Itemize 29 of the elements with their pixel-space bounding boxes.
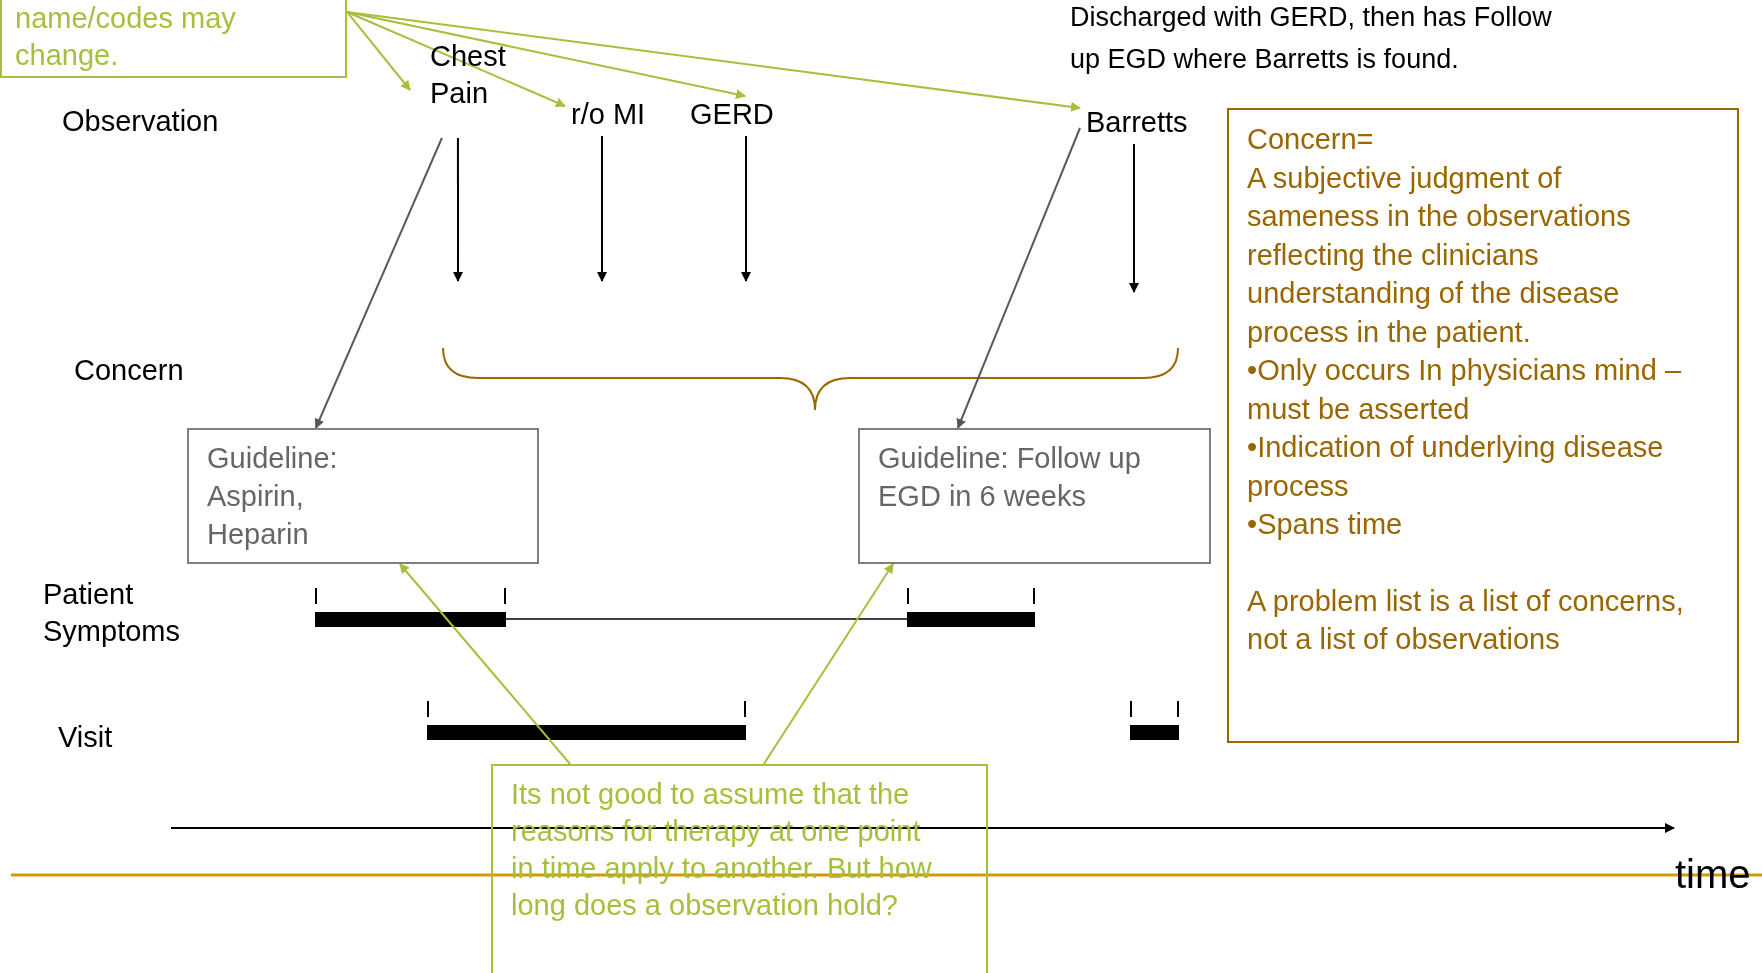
arrow — [346, 11, 566, 108]
note-text: Discharged with GERD, then has Follow up EGD where Barretts is found. — [1070, 1, 1552, 76]
observation-label: GERD — [690, 96, 790, 136]
bullet-item: •Only occurs In physicians mind – must be asserted — [1247, 353, 1683, 427]
arrow — [346, 11, 746, 100]
note-box: name/codes may change. — [0, 0, 347, 78]
row-label: Observation — [62, 104, 220, 139]
guideline-box: Guideline: Follow up EGD in 6 weeks — [858, 428, 1211, 564]
guideline-box: Guideline: Aspirin, Heparin — [187, 428, 539, 564]
arrow — [597, 135, 607, 282]
arrow — [346, 11, 1081, 112]
heading: Concern= — [1247, 122, 1375, 157]
arrow — [762, 563, 894, 765]
arrow — [956, 127, 1081, 429]
observation-label: r/o MI — [565, 96, 655, 136]
observation-label: Barretts — [1080, 104, 1205, 144]
arrow — [453, 137, 463, 282]
row-label: Patient Symptoms — [43, 577, 181, 649]
arrow — [314, 137, 443, 429]
note-text: A problem list is a list of concerns, not a list of observations — [1247, 583, 1685, 657]
bullet-item: •Indication of underlying disease process — [1247, 430, 1665, 504]
bullet-item: •Spans time — [1247, 507, 1404, 542]
arrow — [741, 135, 751, 282]
definition-text: A subjective judgment of sameness in the observations reflecting the clinicians understanding of the disease process in the patient. — [1247, 160, 1632, 350]
definition-box — [1227, 108, 1739, 743]
arrow — [346, 11, 411, 91]
row-label: Concern — [74, 353, 185, 388]
row-label: Visit — [58, 720, 114, 755]
arrow — [1129, 143, 1139, 293]
